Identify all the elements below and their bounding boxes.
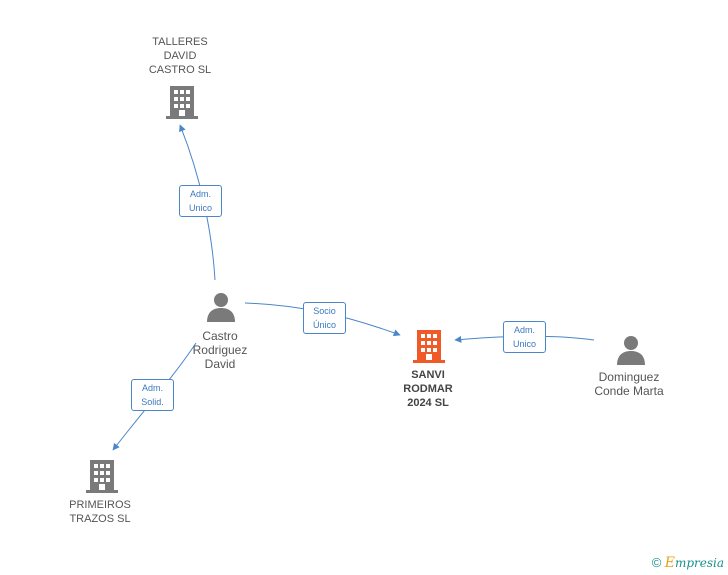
edge-label-adm-unico-dominguez[interactable]: Adm. Unico [503,321,546,353]
brand-name: mpresia [674,556,724,570]
building-icon-main[interactable] [413,330,445,363]
person-icon[interactable] [207,293,235,322]
node-label-talleres[interactable]: TALLERES DAVID CASTRO SL [148,36,212,76]
empresia-logo[interactable]: © Empresia [652,555,724,571]
brand-initial: E [664,555,675,571]
building-icon[interactable] [166,86,198,119]
edge-label-socio-unico[interactable]: Socio Único [303,302,346,334]
copyright-icon: © [651,555,662,570]
node-label-primeiros[interactable]: PRIMEIROS TRAZOS SL [69,499,131,525]
edge-label-adm-solid[interactable]: Adm. Solid. [131,379,174,411]
edge-label-adm-unico-talleres[interactable]: Adm. Unico [179,185,222,217]
person-icon[interactable] [617,336,645,365]
node-label-sanvi[interactable]: SANVI RODMAR 2024 SL [403,369,453,409]
building-icon[interactable] [86,460,118,493]
node-label-dominguez[interactable]: Dominguez Conde Marta [594,370,664,398]
node-label-castro[interactable]: Castro Rodriguez David [192,329,248,371]
